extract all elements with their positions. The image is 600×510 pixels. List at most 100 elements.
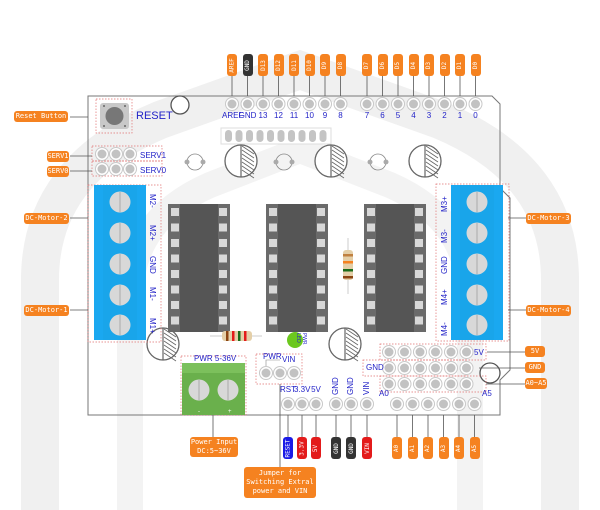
ic-pin: [367, 208, 375, 216]
serv0-callout: SERV0: [47, 166, 69, 177]
pot-hatch: [331, 165, 345, 175]
ic-pin: [367, 254, 375, 263]
ic-pin: [219, 254, 227, 263]
pin-pad: [97, 149, 107, 159]
resistor-band: [238, 331, 241, 341]
pot-hatch: [241, 145, 255, 155]
pin-pad: [446, 379, 456, 389]
pin-pad: [297, 399, 307, 409]
resistor-band: [343, 276, 353, 279]
pin-pad: [462, 363, 471, 373]
top-pin-label: 1: [457, 111, 463, 120]
top-pin-tag: GND: [242, 54, 253, 76]
pin-pad: [243, 99, 252, 109]
pin-pad: [400, 363, 409, 373]
ic-pin: [219, 301, 227, 309]
pot-hatch: [345, 340, 359, 350]
top-pin-tag-text: D13: [259, 59, 267, 71]
pot-hatch: [345, 336, 359, 346]
analog-pin-tag-text: A0: [393, 444, 401, 452]
ic-pin: [269, 239, 277, 247]
serv1-outline: [91, 145, 163, 162]
pin-pad: [275, 368, 285, 378]
pin-pad: [431, 347, 440, 357]
top-pin-label: 10: [305, 111, 314, 120]
analog-pin-tag: A3: [438, 437, 449, 459]
top-pin-tag: D0: [470, 54, 481, 76]
pwr-terminal-label: PWR 5-36V: [194, 354, 237, 363]
pin-pad: [384, 379, 394, 389]
right-terminal-pin-label: M4+: [440, 289, 449, 305]
power-pin-tag-text: GND: [332, 442, 340, 454]
pin-pad: [470, 399, 479, 409]
ic-pin: [219, 239, 227, 247]
5v-callout: 5V: [525, 346, 545, 357]
serv1-callout: SERV1: [47, 151, 69, 162]
serv1-label: SERV1: [140, 151, 167, 160]
pot-hatch: [425, 161, 439, 171]
top-pin-tag: D7: [362, 54, 372, 76]
ic-pin: [269, 223, 277, 232]
top-pin-tag-text: D8: [336, 61, 344, 69]
right-terminal-pin-label: M4-: [440, 322, 449, 336]
power-input-callout-line2: DC:5~36V: [197, 447, 231, 455]
ic-pin: [171, 254, 179, 263]
pot-hatch: [241, 169, 255, 179]
analog-pin-tag: A2: [423, 437, 433, 459]
pot-hatch: [331, 153, 345, 163]
top-pin-label: 2: [442, 111, 447, 120]
top-pin-label: 4: [411, 111, 416, 120]
pin-pad: [125, 164, 135, 174]
ic-pin: [317, 316, 325, 325]
top-pin-tag-text: D10: [306, 59, 313, 71]
right-terminal-outline: [435, 183, 510, 342]
connector-slot: [309, 130, 316, 142]
pot-hatch: [425, 169, 439, 179]
inductor-lead: [200, 159, 206, 165]
ic-pin: [317, 301, 325, 309]
analog-gnd-label: GND: [366, 363, 384, 372]
reset-screw: [103, 125, 105, 127]
pin-pad: [454, 399, 464, 409]
jumper-callout-line2: Switching Extral: [246, 478, 314, 486]
pwr-minus-label: -: [198, 409, 200, 415]
ic-pin: [171, 316, 179, 325]
left-terminal-pin-label: M1-: [148, 287, 157, 301]
right-terminal-pin-label: M3+: [440, 196, 449, 212]
reset-outline: [95, 98, 133, 134]
pot-hatch: [331, 145, 345, 155]
ic-pin: [415, 301, 423, 309]
top-pin-tag-text: D1: [456, 61, 464, 69]
top-pin-tag-text: D2: [440, 61, 448, 69]
left-terminal-pin-label: M1+: [148, 318, 157, 334]
pin-pad: [400, 379, 409, 389]
pin-pad: [362, 99, 372, 109]
top-pin-tag: D8: [335, 54, 346, 76]
ic-pin: [415, 239, 423, 247]
pin-pad: [471, 99, 480, 109]
top-pin-tag: AREF: [227, 54, 237, 76]
pin-pad: [415, 379, 425, 389]
pin-pad: [261, 368, 271, 378]
pot-hatch: [163, 340, 177, 350]
power-terminal-top: [182, 363, 245, 373]
inductor-lead: [367, 159, 373, 165]
pot-hatch: [345, 352, 359, 362]
right-terminal-pin-label: M3-: [440, 229, 449, 243]
top-pin-tag-text: AREF: [228, 57, 236, 73]
ic-pin: [219, 270, 227, 278]
top-pin-tag-text: D9: [321, 61, 329, 69]
power-pin-label: GND: [331, 377, 340, 395]
top-pin-label: AREF: [222, 111, 244, 120]
reset-button-cap: [105, 107, 124, 125]
power-pin-tag-text: VIN: [363, 442, 371, 454]
left-terminal-pin-label: GND: [148, 256, 157, 274]
pin-pad: [431, 379, 440, 389]
ic-pin: [367, 223, 375, 232]
a0-a5-callout: A0~A5: [525, 378, 547, 389]
ic-pin: [269, 316, 277, 325]
ic-pin: [415, 254, 423, 263]
pot-hatch: [241, 157, 255, 167]
pin-pad: [362, 399, 372, 409]
pot-hatch: [163, 336, 177, 346]
